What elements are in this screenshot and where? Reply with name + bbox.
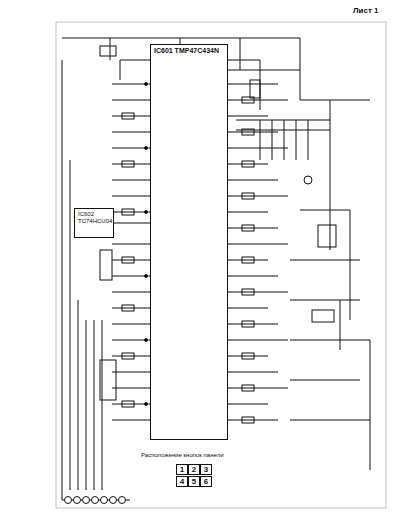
ic-label: IC601 TMP47C434N [154,47,224,55]
panel-caption: Расположение кнопок панели [140,452,225,458]
ic-package: IC601 TMP47C434N [150,44,228,440]
ic-label: IC602 TC74HCU04 [78,211,110,225]
table-cell: 6 [200,476,212,487]
signal-wire [114,222,150,223]
table-cell: 5 [188,476,200,487]
table-cell: 1 [176,464,188,475]
sheet-number: Лист 1 [352,6,380,15]
table-cell: 2 [188,464,200,475]
table-cell: 3 [200,464,212,475]
table-cell: 4 [176,476,188,487]
ic-package: IC602 TC74HCU04 [74,208,114,238]
